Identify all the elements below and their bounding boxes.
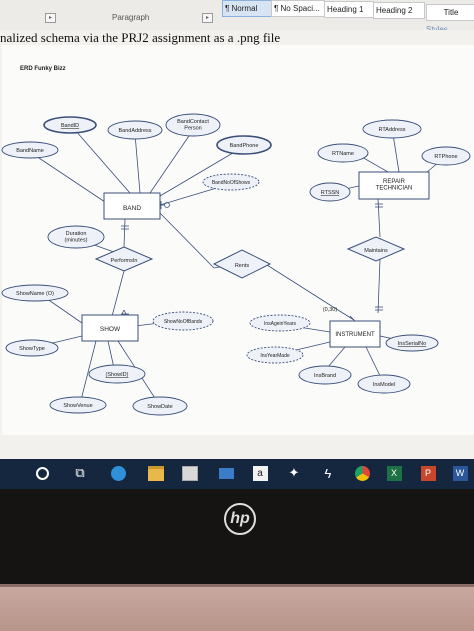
attr-bandcontactperson[interactable] (165, 113, 221, 137)
entity-instrument[interactable]: INSTRUMENT (329, 320, 381, 348)
attr-rtphone[interactable] (421, 146, 471, 166)
attr-rtaddress-label: RTAddress (378, 127, 405, 133)
paragraph-group-label: Paragraph (112, 13, 150, 22)
crowsfoot-marks (119, 201, 383, 323)
ribbon: ▸ Paragraph ▸ ¶ Normal ¶ No Spaci... Hea… (0, 0, 474, 34)
store-icon[interactable] (180, 463, 200, 483)
style-heading-2[interactable]: Heading 2 (373, 2, 425, 19)
attr-bandphone[interactable] (216, 135, 272, 155)
attr-showvenue-label: ShowVenue (63, 403, 92, 409)
attr-rtname-label: RTName (332, 151, 354, 157)
attr-showdate[interactable] (132, 396, 188, 416)
attr-bandid[interactable] (43, 116, 97, 134)
attr-insageinyears-label: InsAgeinYears (264, 321, 297, 327)
style-title[interactable]: Title (426, 4, 474, 21)
entity-instrument-label: INSTRUMENT (335, 332, 375, 338)
amazon-icon[interactable]: a (250, 463, 270, 483)
attr-insserialno-label: InsSerialNo (398, 341, 426, 347)
attr-bandnoofshows-label: BandNoOfShows (212, 180, 251, 186)
font-group-launcher-icon[interactable]: ▸ (45, 13, 56, 23)
mail-icon[interactable] (216, 463, 236, 483)
attr-bandaddress[interactable] (107, 120, 163, 140)
dropbox-icon[interactable]: ✦ (288, 465, 300, 480)
attr-bandname-label: BandName (16, 148, 44, 154)
attr-rtname[interactable] (317, 143, 369, 163)
entity-show[interactable]: SHOW (81, 314, 139, 342)
attr-shownoofbands[interactable] (152, 311, 214, 331)
attr-showvenue[interactable] (49, 396, 107, 414)
word-icon[interactable]: W (450, 463, 470, 483)
attr-rtphone-label: RTPhone (434, 154, 457, 160)
attr-showname-label: ShowName (O) (16, 291, 54, 297)
attr-duration[interactable] (47, 225, 105, 249)
attr-insyearmade[interactable] (246, 346, 304, 364)
style-no-spacing[interactable]: ¶ No Spaci... (271, 0, 325, 17)
attr-showid-label: (ShowID) (106, 372, 129, 378)
excel-icon[interactable]: X (384, 463, 404, 483)
relationship-maintains[interactable]: Maintains (346, 236, 406, 262)
relationship-rents-label: Rents (235, 263, 250, 269)
task-view-icon[interactable]: ⧉ (75, 465, 85, 480)
attr-insbrand-label: InsBrand (314, 373, 336, 379)
attr-duration-label: Duration(minutes) (65, 231, 88, 244)
style-normal[interactable]: ¶ Normal (222, 0, 274, 17)
document-text-line[interactable]: nalized schema via the PRJ2 assignment a… (0, 30, 281, 45)
bolt-icon[interactable]: ϟ (324, 465, 332, 481)
attr-bandid-label: BandID (61, 123, 79, 129)
attr-bandnoofshows[interactable] (202, 173, 260, 191)
attr-showdate-label: ShowDate (147, 404, 172, 410)
attr-insserialno[interactable] (385, 334, 439, 352)
attr-insmodel-label: InsModel (373, 382, 395, 388)
attr-showid[interactable] (88, 364, 146, 384)
styles-group-label: Styles (426, 25, 448, 34)
laptop-hinge (0, 584, 474, 587)
attr-insmodel[interactable] (357, 374, 411, 394)
relationship-performsin[interactable]: PerformsIn (94, 246, 154, 272)
relationship-rents[interactable]: Rents (212, 249, 272, 279)
attr-showtype[interactable] (5, 339, 59, 357)
attr-rtaddress[interactable] (362, 119, 422, 139)
hp-logo: hp (224, 503, 256, 535)
attr-shownoofbands-label: ShowNoOfBands (164, 319, 203, 325)
search-icon[interactable] (32, 463, 52, 483)
file-explorer-icon[interactable] (146, 463, 166, 483)
attr-showtype-label: ShowType (19, 346, 45, 352)
attr-bandname[interactable] (1, 141, 59, 159)
diagram-title: ERD Funky Bizz (20, 66, 66, 72)
cardinality-label: (0,30) (323, 307, 338, 313)
attr-insyearmade-label: InsYearMade (260, 353, 289, 359)
entity-band[interactable]: BAND (103, 192, 161, 220)
attr-bandphone-label: BandPhone (230, 143, 259, 149)
laptop-base (0, 584, 474, 631)
entity-show-label: SHOW (100, 326, 121, 333)
powerpoint-icon[interactable]: P (418, 463, 438, 483)
attr-rtssn-label: RTSSN (321, 190, 340, 196)
relationship-performsin-label: PerformsIn (111, 258, 138, 264)
attr-bandaddress-label: BandAddress (118, 128, 151, 134)
attr-showname[interactable] (1, 284, 69, 302)
attr-insbrand[interactable] (298, 365, 352, 385)
edge-icon[interactable] (108, 463, 128, 483)
entity-band-label: BAND (123, 205, 141, 212)
paragraph-group-launcher-icon[interactable]: ▸ (202, 13, 213, 23)
relationship-maintains-label: Maintains (364, 248, 388, 254)
attr-rtssn[interactable] (309, 182, 351, 202)
chrome-icon[interactable] (352, 463, 372, 483)
attr-insageinyears[interactable] (249, 314, 311, 332)
